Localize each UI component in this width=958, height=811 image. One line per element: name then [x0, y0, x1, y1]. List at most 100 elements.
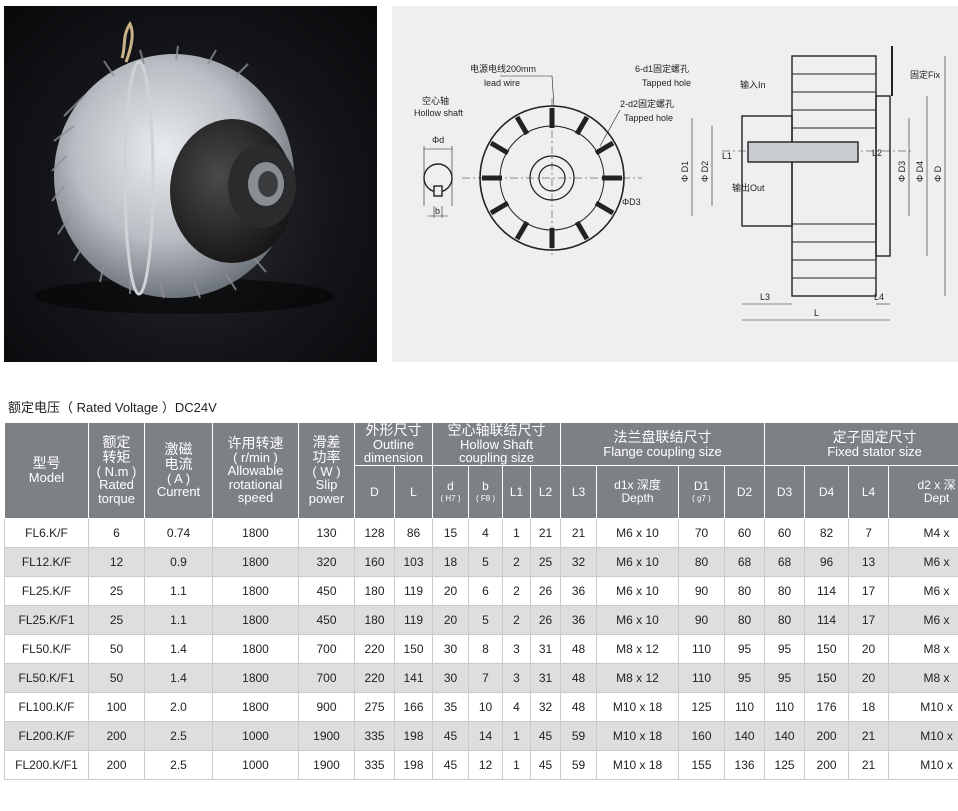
table-cell: 68 — [724, 547, 766, 577]
table-cell: 45 — [432, 721, 470, 751]
header-d: d( H7 ) — [432, 464, 470, 519]
table-cell: 160 — [678, 721, 726, 751]
table-cell: 450 — [298, 605, 355, 635]
table-cell: 45 — [432, 750, 470, 780]
table-cell: 130 — [298, 518, 355, 548]
dim-l1: L1 — [722, 151, 732, 161]
table-cell: M10 x — [888, 721, 958, 751]
table-cell: 1800 — [212, 663, 299, 693]
table-cell: 155 — [678, 750, 726, 780]
table-cell: 2 — [502, 576, 532, 606]
table-cell: FL100.K/F — [4, 692, 89, 722]
table-cell: M6 x 10 — [596, 547, 680, 577]
d2-hole-cn: 2-d2固定螺孔 — [620, 98, 674, 109]
table-cell: 4 — [502, 692, 532, 722]
table-cell: 3 — [502, 663, 532, 693]
table-cell: 150 — [804, 663, 850, 693]
lead-wire — [120, 21, 134, 63]
table-cell: 90 — [678, 605, 726, 635]
clutch-photo-illustration — [34, 21, 334, 314]
table-cell: 80 — [724, 576, 766, 606]
table-cell: 220 — [354, 663, 395, 693]
dimension-lines — [691, 56, 946, 321]
table-cell: 36 — [560, 576, 598, 606]
table-cell: 96 — [804, 547, 850, 577]
front-view — [462, 98, 642, 258]
table-cell: 1 — [502, 721, 532, 751]
table-cell: 7 — [848, 518, 890, 548]
table-cell: 80 — [724, 605, 766, 635]
table-cell: 2.5 — [144, 750, 213, 780]
table-cell: 10 — [468, 692, 504, 722]
table-cell: 30 — [432, 634, 470, 664]
header-L4: L4 — [848, 464, 890, 519]
table-cell: 119 — [393, 576, 434, 606]
table-cell: 68 — [764, 547, 806, 577]
table-cell: 2 — [502, 547, 532, 577]
technical-drawing: 空心轴 Hollow shaft Φd b 电源电线200mm lead wir… — [392, 6, 958, 362]
header-D2: D2 — [724, 464, 766, 519]
table-cell: 21 — [560, 518, 598, 548]
table-cell: M6 x 10 — [596, 576, 680, 606]
hollow-shaft-cn: 空心轴 — [422, 95, 449, 106]
table-cell: M8 x — [888, 634, 958, 664]
table-cell: 140 — [764, 721, 806, 751]
table-cell: 80 — [764, 576, 806, 606]
table-cell: FL50.K/F1 — [4, 663, 89, 693]
table-cell: FL200.K/F1 — [4, 750, 89, 780]
table-cell: 1900 — [298, 750, 355, 780]
table-cell: 25 — [530, 547, 562, 577]
table-cell: 32 — [560, 547, 598, 577]
table-cell: FL25.K/F — [4, 576, 89, 606]
table-cell: 80 — [678, 547, 726, 577]
table-cell: M10 x 18 — [596, 750, 680, 780]
table-cell: FL6.K/F — [4, 518, 89, 548]
table-cell: 20 — [848, 663, 890, 693]
table-cell: 21 — [848, 750, 890, 780]
table-cell: 0.9 — [144, 547, 213, 577]
dim-l2: L2 — [872, 148, 882, 158]
table-cell: 2.5 — [144, 721, 213, 751]
fix-label: 固定Fix — [910, 69, 940, 80]
table-cell: 59 — [560, 721, 598, 751]
side-section-view — [722, 46, 912, 297]
dim-l3: L3 — [760, 292, 770, 302]
table-cell: 50 — [88, 663, 145, 693]
table-cell: 15 — [432, 518, 470, 548]
table-cell: 95 — [764, 663, 806, 693]
table-cell: 20 — [848, 634, 890, 664]
dim-d2: Φ D2 — [700, 161, 710, 182]
table-cell: 21 — [530, 518, 562, 548]
table-cell: FL12.K/F — [4, 547, 89, 577]
table-cell: 3 — [502, 634, 532, 664]
table-cell: 70 — [678, 518, 726, 548]
table-cell: 36 — [560, 605, 598, 635]
table-cell: 450 — [298, 576, 355, 606]
table-cell: M8 x 12 — [596, 634, 680, 664]
input-label: 输入In — [740, 79, 766, 90]
table-cell: 6 — [88, 518, 145, 548]
header-L3: L3 — [560, 464, 598, 519]
b-label: b — [435, 206, 440, 216]
table-cell: 1.1 — [144, 605, 213, 635]
table-cell: 35 — [432, 692, 470, 722]
table-cell: 166 — [393, 692, 434, 722]
table-cell: M8 x — [888, 663, 958, 693]
output-label: 输出Out — [732, 182, 765, 193]
table-cell: 45 — [530, 721, 562, 751]
table-cell: 26 — [530, 576, 562, 606]
dim-d4: Φ D4 — [915, 161, 925, 182]
table-cell: 103 — [393, 547, 434, 577]
